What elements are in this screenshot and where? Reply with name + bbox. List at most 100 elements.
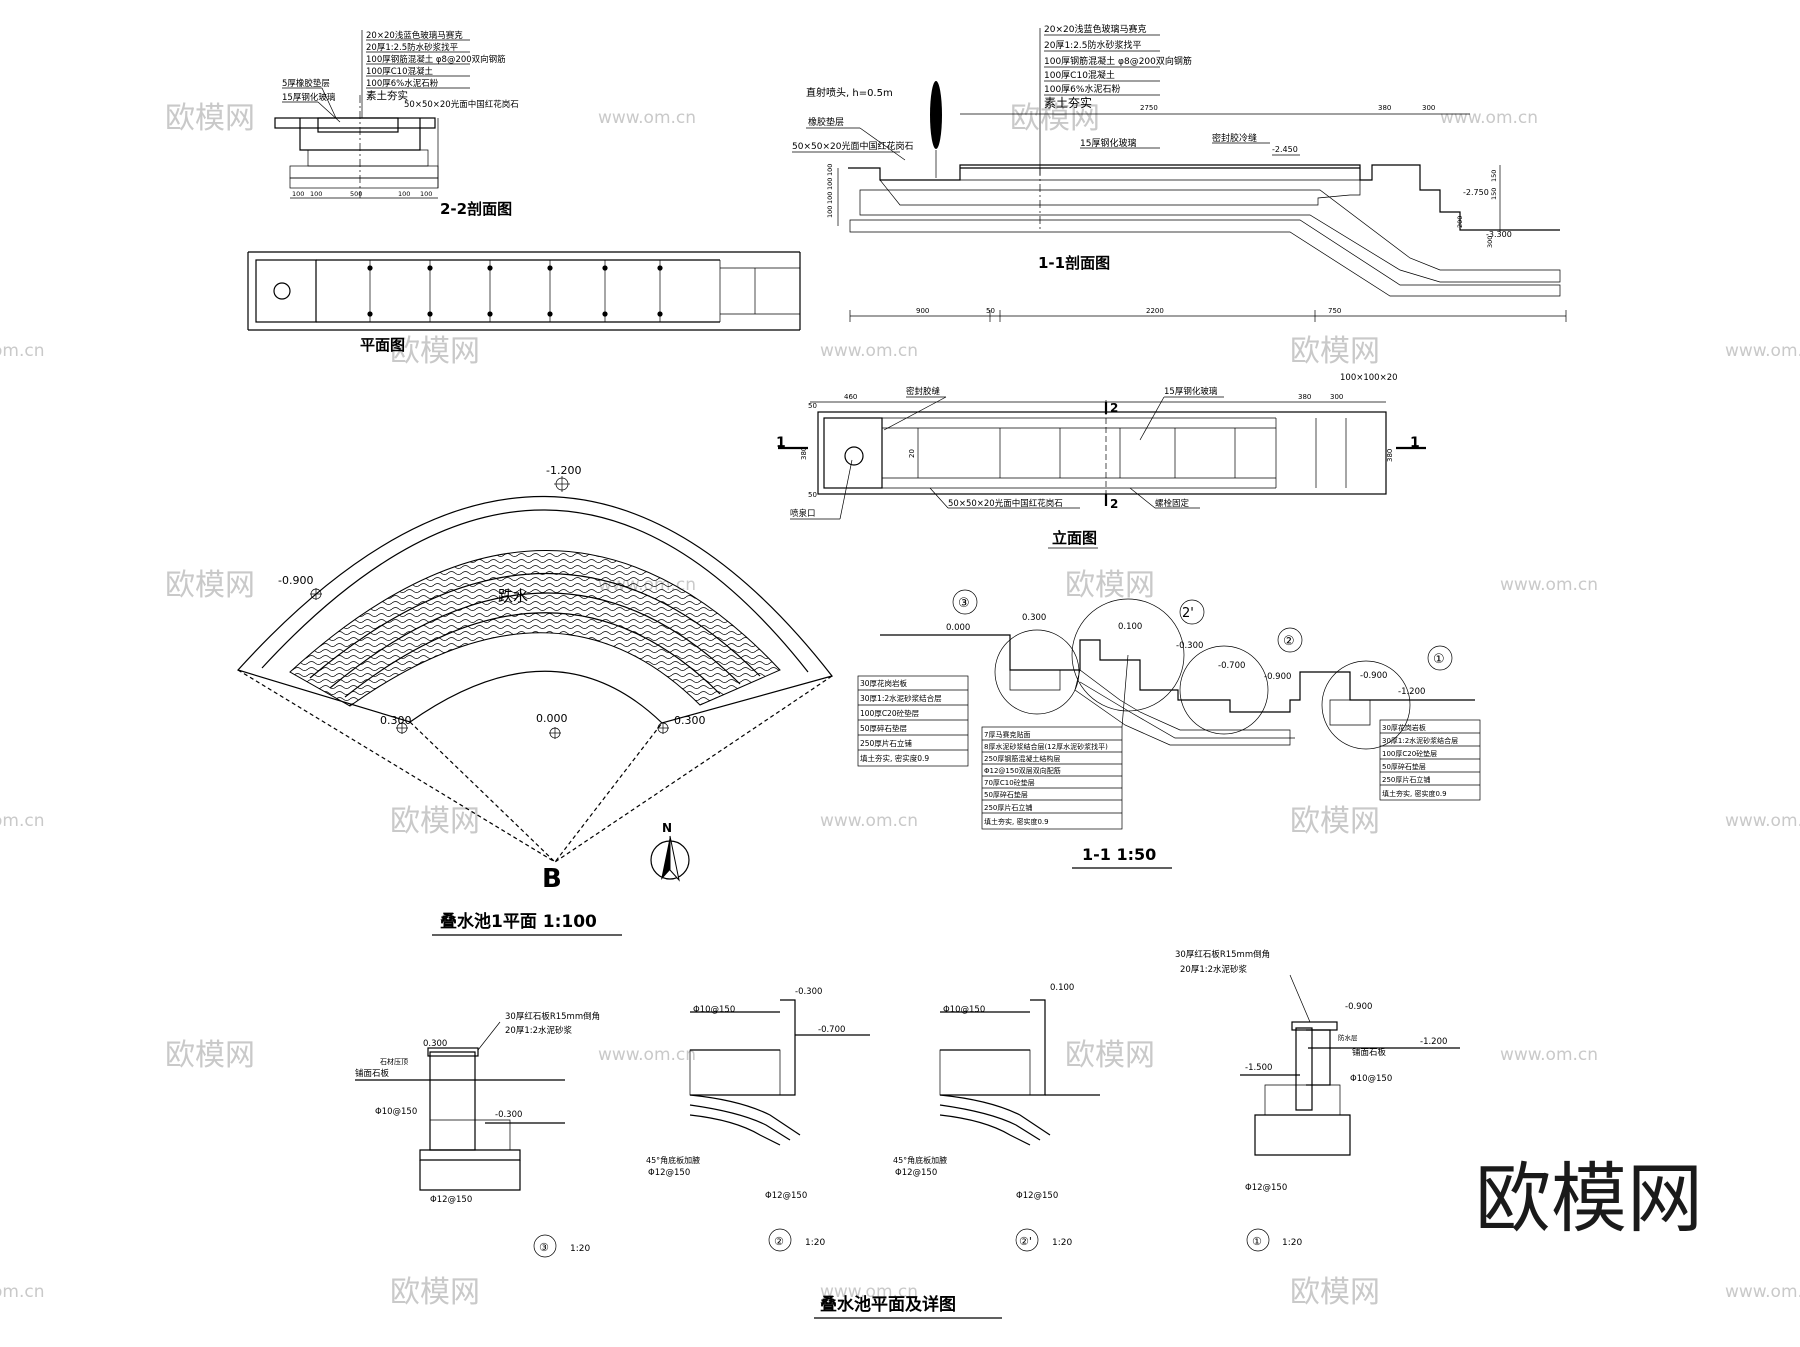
level-mark: -2.450 <box>1272 145 1298 154</box>
section-1-1-label: 直射喷头, h=0.5m <box>806 86 893 99</box>
dim-text: 380 <box>1386 449 1394 462</box>
rebar-note: Φ12@150 <box>648 1168 690 1178</box>
level-mark: 0.100 <box>1118 622 1142 632</box>
layer-note: 250厚片石立铺 <box>860 738 912 748</box>
detail-callout: ③ <box>539 1241 549 1254</box>
level-mark: -0.900 <box>1264 672 1291 682</box>
detail-callout: ① <box>1252 1235 1262 1248</box>
watermark-url: www.om.cn <box>820 341 918 361</box>
level-mark: -0.300 <box>795 987 822 997</box>
dim-text: 50 <box>808 491 817 499</box>
elevation-label: 100×100×20 <box>1340 373 1398 383</box>
layer-note: 50厚碎石垫层 <box>860 723 908 733</box>
section-2-2-left-label: 15厚钢化玻璃 <box>282 92 336 103</box>
cut-mark: 2 <box>1110 401 1118 415</box>
watermark-url: www.om.cn <box>1725 341 1800 361</box>
layer-note: 250厚钢筋混凝土结构层 <box>984 754 1060 763</box>
watermark-url: www.om.cn <box>598 1045 696 1065</box>
level-mark: -0.300 <box>1176 641 1203 651</box>
layer-note: 70厚C10砼垫层 <box>984 778 1035 787</box>
section-1-1-glass: 15厚钢化玻璃 <box>1080 137 1136 149</box>
dim-text: 300 <box>1486 236 1494 248</box>
section-1-1-scale-50: ③ 2' ② ① 0.000 0.300 0.100 -0.300 -0.700… <box>857 589 1481 869</box>
section-2-2-note: 100厚C10混凝土 <box>366 66 433 77</box>
level-mark: -0.900 <box>1360 671 1387 681</box>
dim-text: 100 <box>826 206 834 218</box>
watermark-text: 欧模网 <box>390 334 480 369</box>
watermark-text: 欧模网 <box>165 568 255 603</box>
level-mark: 0.300 <box>423 1039 447 1049</box>
rebar-note: Φ12@150 <box>765 1191 807 1201</box>
detail-callout: 2' <box>1182 606 1194 621</box>
layer-note: 30厚1:2水泥砂浆结合层 <box>860 693 942 703</box>
section-1-1-label: 50×50×20光面中国红花岗石 <box>792 140 913 152</box>
level-mark: 0.000 <box>946 623 970 633</box>
level-mark: -0.700 <box>818 1025 845 1035</box>
dim-text: 100 <box>292 190 304 198</box>
layer-note: 7厚马赛克贴面 <box>984 730 1030 739</box>
section-1-1-note: 素土夯实 <box>1044 95 1092 110</box>
section-2-2-left-label: 5厚橡胶垫层 <box>282 78 330 89</box>
elevation-title: 立面图 <box>1052 529 1097 547</box>
detail-1: 30厚红石板R15mm倒角 20厚1:2水泥砂浆 -0.900 -1.200 -… <box>1175 949 1460 1252</box>
rebar-note: Φ10@150 <box>1350 1074 1392 1084</box>
pool-plan: -1.200 -0.900 0.300 0.000 0.300 跌水 B N 叠… <box>236 464 834 936</box>
elevation-label: 50×50×20光面中国红花岗石 <box>948 498 1063 509</box>
layer-note: 30厚花岗岩板 <box>860 678 908 688</box>
detail-2: -0.300 -0.700 Φ10@150 45°角底板加腋 Φ12@150 Φ… <box>646 987 870 1252</box>
dim-text: 150 <box>1490 188 1498 200</box>
layer-note: 30厚1:2水泥砂浆结合层 <box>1382 736 1458 745</box>
level-mark: -1.200 <box>1398 687 1425 697</box>
detail-3: 30厚红石板R15mm倒角 20厚1:2水泥砂浆 0.300 -0.300 铺面… <box>355 1011 600 1258</box>
layer-note: 填土夯实, 密实度0.9 <box>1382 789 1447 798</box>
layer-note: 100厚C20砼垫层 <box>1382 749 1437 758</box>
dim-text: 460 <box>844 393 857 401</box>
north-label: N <box>662 821 672 835</box>
detail-note: 铺面石板 <box>1352 1047 1387 1058</box>
level-mark: 0.300 <box>674 714 706 727</box>
level-mark: -1.500 <box>1245 1063 1272 1073</box>
dim-text: 300 <box>1422 104 1435 112</box>
dim-text: 900 <box>916 307 929 315</box>
detail-scale: 1:20 <box>1282 1238 1302 1248</box>
watermark-url: www.om.cn <box>1500 1045 1598 1065</box>
watermark-text: 欧模网 <box>1065 568 1155 603</box>
dim-text: 100 <box>826 192 834 204</box>
section-1-1-note: 100厚6%水泥石粉 <box>1044 83 1120 95</box>
section-2-2-note: 20×20浅蓝色玻璃马赛克 <box>366 30 463 41</box>
section-1-1-note: 100厚钢筋混凝土 φ8@200双向钢筋 <box>1044 55 1192 67</box>
level-mark: -2.750 <box>1463 188 1489 197</box>
layer-note: 250厚片石立铺 <box>984 803 1032 812</box>
detail-callout: ②' <box>1019 1235 1032 1248</box>
section-2-2-note: 100厚6%水泥石粉 <box>366 78 439 89</box>
dim-text: 2200 <box>1146 307 1164 315</box>
dim-text: 750 <box>1328 307 1341 315</box>
detail-callout: ② <box>774 1235 784 1248</box>
dim-text: 380 <box>800 447 808 460</box>
dim-text: 2750 <box>1140 104 1158 112</box>
detail-note: 45°角底板加腋 <box>646 1155 700 1165</box>
detail-note: 30厚红石板R15mm倒角 <box>1175 949 1270 960</box>
watermark-url: www.om.cn <box>1440 108 1538 128</box>
detail-callout: ② <box>1283 634 1295 649</box>
watermark-text: 欧模网 <box>1010 101 1100 136</box>
elevation-label: 喷泉口 <box>790 508 816 519</box>
north-arrow-icon <box>650 835 690 882</box>
section-1-1-note: 20厚1:2.5防水砂浆找平 <box>1044 39 1142 51</box>
watermark-url: om.cn <box>0 341 45 361</box>
plan-view: 平面图 <box>247 251 801 354</box>
rebar-note: Φ12@150 <box>430 1195 472 1205</box>
cut-mark: 2 <box>1110 497 1118 511</box>
level-mark: -0.900 <box>278 574 313 587</box>
level-mark: 0.000 <box>536 712 568 725</box>
watermark-text: 欧模网 <box>1290 804 1380 839</box>
level-mark: -0.700 <box>1218 661 1245 671</box>
watermark-text: 欧模网 <box>1290 334 1380 369</box>
section-2-2: 20×20浅蓝色玻璃马赛克 20厚1:2.5防水砂浆找平 100厚钢筋混凝土 φ… <box>274 30 519 218</box>
layer-note: 30厚花岗岩板 <box>1382 723 1426 732</box>
rebar-note: Φ12@150 <box>1245 1183 1287 1193</box>
section-1-1-sealant: 密封胶冷缝 <box>1212 132 1257 144</box>
dim-text: 380 <box>1378 104 1391 112</box>
section-1-1-label: 橡胶垫层 <box>808 116 844 128</box>
